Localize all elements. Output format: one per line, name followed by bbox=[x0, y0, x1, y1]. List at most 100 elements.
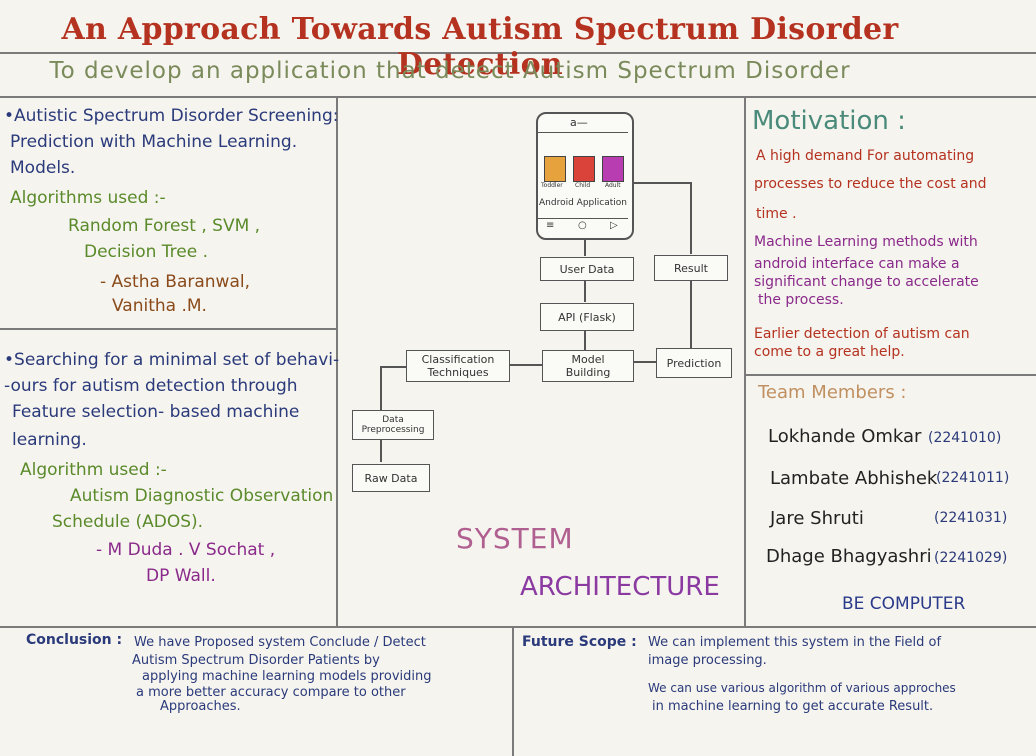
paper1-authors-line1: - Astha Baranwal, bbox=[100, 272, 250, 292]
result-label: Result bbox=[674, 261, 708, 275]
conclusion-line3: applying machine learning models providi… bbox=[142, 669, 432, 684]
user-data-box: User Data bbox=[540, 257, 634, 281]
result-box: Result bbox=[654, 255, 728, 281]
motivation-heading: Motivation : bbox=[752, 106, 906, 136]
phone-bottom-rule bbox=[538, 218, 628, 219]
bottom-section-divider bbox=[0, 626, 1036, 628]
team-member-id: (2241031) bbox=[934, 510, 1008, 526]
arrow-phone-to-userdata bbox=[584, 238, 586, 256]
paper1-heading-line3: Models. bbox=[10, 158, 76, 178]
bottom-column-divider bbox=[512, 626, 514, 756]
conclusion-line4: a more better accuracy compare to other bbox=[136, 685, 406, 700]
model-label-line1: Model bbox=[571, 353, 605, 366]
arrow-raw-to-preprocessing bbox=[380, 438, 382, 462]
left-panel-divider bbox=[0, 328, 336, 330]
model-building-box: Model Building bbox=[542, 350, 634, 382]
paper2-heading-line3: Feature selection- based machine bbox=[12, 402, 300, 422]
motivation-p2-line2: android interface can make a bbox=[754, 256, 960, 272]
conclusion-label: Conclusion : bbox=[26, 632, 123, 648]
raw-data-label: Raw Data bbox=[364, 471, 418, 485]
paper1-algorithms-label: Algorithms used :- bbox=[10, 188, 166, 208]
adult-label: Adult bbox=[605, 182, 621, 189]
phone-top-rule bbox=[538, 132, 628, 133]
child-label: Child bbox=[575, 182, 591, 189]
raw-data-box: Raw Data bbox=[352, 464, 430, 492]
team-heading: Team Members : bbox=[758, 382, 907, 403]
arrow-classification-to-model bbox=[508, 364, 542, 366]
conclusion-line1: We have Proposed system Conclude / Detec… bbox=[134, 635, 426, 650]
team-member-id: (2241011) bbox=[936, 470, 1010, 486]
team-member-id: (2241010) bbox=[928, 430, 1002, 446]
motivation-p1-line2: processes to reduce the cost and bbox=[754, 176, 987, 192]
team-member-id: (2241029) bbox=[934, 550, 1008, 566]
phone-app-label: Android Application bbox=[539, 198, 627, 208]
future-scope-line3: We can use various algorithm of various … bbox=[648, 681, 956, 695]
motivation-p3-line1: Earlier detection of autism can bbox=[754, 326, 970, 342]
department-label: BE COMPUTER bbox=[842, 594, 966, 614]
future-scope-line1: We can implement this system in the Fiel… bbox=[648, 635, 942, 650]
motivation-p3-line2: come to a great help. bbox=[754, 344, 905, 360]
paper2-algorithm-label: Algorithm used :- bbox=[20, 460, 167, 480]
preprocessing-label-line1: Data bbox=[382, 415, 404, 425]
conclusion-line5: Approaches. bbox=[160, 699, 241, 714]
child-avatar-icon bbox=[573, 156, 595, 182]
paper1-authors-line2: Vanitha .M. bbox=[112, 296, 207, 316]
right-column-divider bbox=[744, 96, 746, 626]
poster-title: An Approach Towards Autism Spectrum Diso… bbox=[61, 12, 899, 82]
menu-icon: ≡ bbox=[546, 220, 555, 231]
motivation-p2-line3: significant change to accelerate bbox=[754, 274, 979, 290]
prediction-label: Prediction bbox=[666, 356, 722, 370]
future-scope-label: Future Scope : bbox=[522, 634, 637, 650]
paper2-algorithm-line1: Autism Diagnostic Observation bbox=[70, 486, 334, 506]
motivation-p1-line1: A high demand For automating bbox=[756, 148, 975, 164]
subtitle-underline bbox=[0, 96, 1036, 98]
arrow-preprocessing-up bbox=[380, 366, 382, 410]
user-data-label: User Data bbox=[559, 262, 615, 276]
paper2-heading-line1: •Searching for a minimal set of behavi- bbox=[4, 350, 340, 370]
toddler-avatar-icon bbox=[544, 156, 566, 182]
paper2-heading-line2: -ours for autism detection through bbox=[4, 376, 298, 396]
architecture-caption-line2: ARCHITECTURE bbox=[520, 572, 720, 602]
right-panel-divider bbox=[744, 374, 1036, 376]
adult-avatar-icon bbox=[602, 156, 624, 182]
arrow-preprocessing-right bbox=[380, 366, 406, 368]
future-scope-line4: in machine learning to get accurate Resu… bbox=[652, 699, 934, 714]
paper2-authors-line1: - M Duda . V Sochat , bbox=[96, 540, 276, 560]
paper1-heading-line2: Prediction with Machine Learning. bbox=[10, 132, 298, 152]
conclusion-line2: Autism Spectrum Disorder Patients by bbox=[132, 653, 380, 668]
team-member-name: Jare Shruti bbox=[770, 508, 864, 529]
home-icon: ○ bbox=[578, 220, 587, 231]
phone-top-bar: a— bbox=[570, 116, 588, 129]
paper1-algorithms-line2: Decision Tree . bbox=[84, 242, 209, 262]
paper2-algorithm-line2: Schedule (ADOS). bbox=[52, 512, 204, 532]
left-column-divider bbox=[336, 96, 338, 626]
motivation-p2-line4: the process. bbox=[758, 292, 844, 308]
poster-subtitle: To develop an application that detect Au… bbox=[49, 58, 851, 84]
team-member-name: Dhage Bhagyashri bbox=[766, 546, 932, 567]
toddler-label: Toddler bbox=[541, 182, 563, 189]
model-label-line2: Building bbox=[565, 366, 611, 379]
motivation-p1-line3: time . bbox=[756, 206, 797, 222]
paper1-heading-line1: •Autistic Spectrum Disorder Screening: bbox=[4, 106, 339, 126]
paper2-heading-line4: learning. bbox=[12, 430, 87, 450]
classification-label-line2: Techniques bbox=[427, 366, 489, 379]
android-app-phone: a— Toddler Child Adult Android Applicati… bbox=[536, 112, 634, 240]
prediction-box: Prediction bbox=[656, 348, 732, 378]
paper2-authors-line2: DP Wall. bbox=[146, 566, 216, 586]
paper1-algorithms-line1: Random Forest , SVM , bbox=[68, 216, 261, 236]
classification-box: Classification Techniques bbox=[406, 350, 510, 382]
arrow-result-to-phone bbox=[632, 182, 690, 184]
title-underline bbox=[0, 52, 1036, 54]
back-icon: ▷ bbox=[610, 220, 618, 231]
api-label: API (Flask) bbox=[558, 310, 616, 324]
arrow-userdata-to-api bbox=[584, 280, 586, 302]
arrow-prediction-up bbox=[690, 280, 692, 348]
api-box: API (Flask) bbox=[540, 303, 634, 331]
team-member-name: Lambate Abhishek bbox=[770, 468, 938, 489]
motivation-p2-line1: Machine Learning methods with bbox=[754, 234, 978, 250]
classification-label-line1: Classification bbox=[421, 353, 495, 366]
arrow-api-to-model bbox=[584, 330, 586, 350]
architecture-caption-line1: SYSTEM bbox=[456, 522, 574, 555]
arrow-result-up bbox=[690, 182, 692, 254]
